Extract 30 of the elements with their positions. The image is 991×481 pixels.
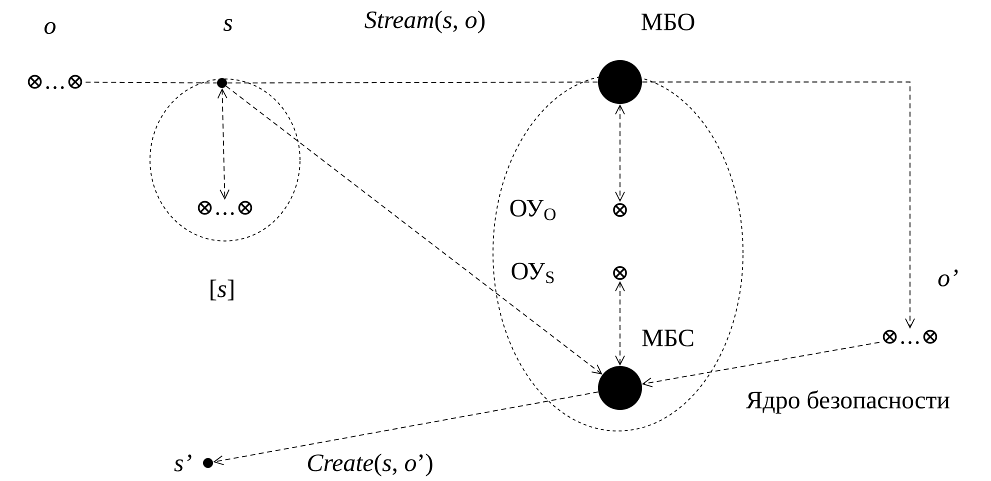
- symbol-group: ⊗…⊗: [882, 330, 938, 344]
- arrow: [642, 82, 915, 329]
- node-label: s: [223, 18, 232, 32]
- node-label: МБО: [642, 14, 694, 30]
- symbol-group: ⊗: [613, 266, 627, 280]
- node-label: o’: [938, 270, 958, 286]
- dot: [598, 366, 642, 410]
- symbol-group: ⊗…⊗: [28, 74, 82, 90]
- arrow: [226, 86, 602, 374]
- node-label: [s]: [210, 280, 234, 300]
- dot: [598, 60, 642, 104]
- arrow: [642, 342, 880, 388]
- symbol-group: ⊗: [613, 203, 627, 217]
- node-label: s’: [174, 454, 192, 472]
- edge-label: Stream(s, o): [364, 10, 485, 34]
- arrow: [615, 104, 625, 202]
- dot: [203, 458, 213, 468]
- arrow: [213, 392, 599, 466]
- node-label: Ядро безопасности: [746, 390, 950, 414]
- symbol-group: ⊗…⊗: [198, 200, 252, 216]
- arrow: [615, 281, 625, 366]
- edge-label: Create(s, o’): [308, 454, 432, 476]
- node-label: o: [44, 22, 56, 34]
- node-label: МБС: [642, 330, 694, 346]
- node-label: ОУ$_{S}$: [512, 262, 554, 284]
- dashed-ellipse: [150, 78, 300, 242]
- dashed-ellipse: [492, 74, 744, 432]
- node-label: ОУ$_{O}$: [510, 200, 556, 220]
- arrow: [217, 88, 230, 200]
- dot: [217, 78, 227, 88]
